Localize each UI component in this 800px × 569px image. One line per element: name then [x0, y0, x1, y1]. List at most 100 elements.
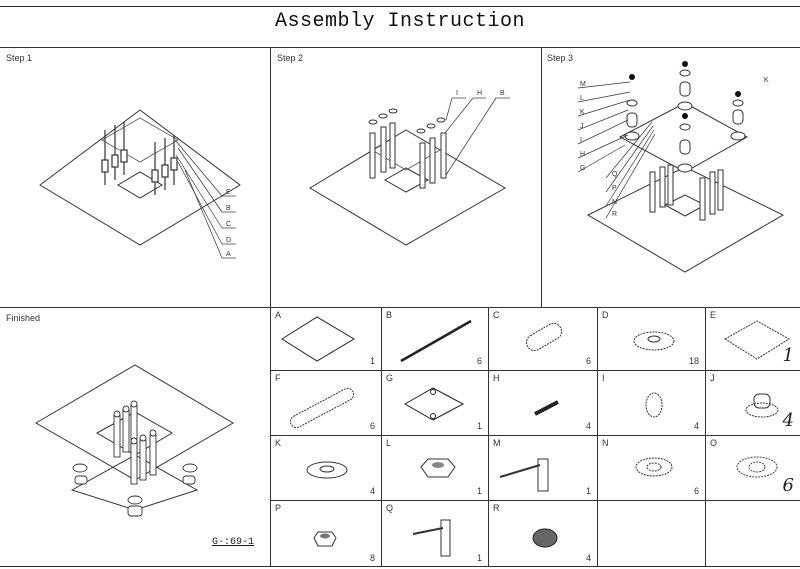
part-quantity: 4: [369, 486, 375, 496]
part-letter: A: [275, 310, 282, 320]
divider-2: [541, 47, 542, 307]
step3-callout-l: L: [580, 95, 584, 102]
grid-row-2: [270, 435, 800, 436]
part-quantity: 4: [693, 421, 699, 431]
part-n-illustration: [635, 457, 673, 477]
step3-callout-q: Q: [612, 171, 618, 178]
part-letter: I: [602, 373, 605, 383]
part-letter: K: [275, 438, 282, 448]
step3-callout-m: M: [580, 81, 586, 88]
part-m-illustration: [499, 458, 549, 492]
part-letter: H: [493, 373, 500, 383]
divider-1: [270, 47, 271, 567]
part-letter: F: [275, 373, 281, 383]
part-letter: L: [386, 438, 392, 448]
part-letter: B: [386, 310, 393, 320]
step3-label: Step 3: [547, 53, 574, 63]
part-i-illustration: [645, 392, 663, 418]
grid-row-1: [270, 370, 800, 371]
part-letter: P: [275, 503, 282, 513]
part-quantity: 4: [585, 421, 591, 431]
part-d-illustration: [633, 331, 675, 351]
part-letter: E: [710, 310, 717, 320]
part-p-illustration: [313, 531, 337, 547]
bottom-rule: [0, 566, 800, 567]
part-letter: G: [386, 373, 394, 383]
part-quantity: 8: [369, 553, 375, 563]
step3-callout-i: I: [580, 137, 582, 144]
part-letter: R: [493, 503, 500, 513]
part-letter: Q: [386, 503, 394, 513]
grid-col-3: [597, 307, 598, 567]
step2-callout-b: B: [500, 90, 505, 97]
document-title: Assembly Instruction: [274, 10, 526, 33]
title-bottom-rule: [0, 47, 800, 48]
step1-callout-e: E: [226, 189, 231, 196]
part-quantity: 6: [476, 356, 482, 366]
step3-callout-h: H: [580, 151, 585, 158]
step1-callout-c: C: [226, 221, 231, 228]
part-quantity: 18: [688, 356, 699, 366]
part-quantity: 1: [476, 553, 482, 563]
step1-label: Step 1: [6, 53, 33, 63]
mid-rule: [0, 307, 800, 308]
part-quantity: 6: [585, 356, 591, 366]
drawing-code: G-:69-1: [212, 537, 255, 548]
step3-callout-k: K: [580, 109, 585, 116]
part-letter: J: [710, 373, 715, 383]
part-quantity: 1: [585, 486, 591, 496]
part-e-illustration: [724, 320, 790, 360]
part-k-illustration: [306, 461, 348, 479]
handwritten-quantity: 1: [782, 345, 794, 366]
part-letter: M: [493, 438, 501, 448]
grid-row-3: [270, 500, 800, 501]
step3-callout-n: N: [612, 199, 617, 206]
grid-col-1: [381, 307, 382, 567]
part-letter: C: [493, 310, 500, 320]
handwritten-quantity: 4: [782, 410, 794, 431]
step3-callout-j: J: [580, 123, 584, 130]
step3-callout-p: P: [612, 185, 617, 192]
step1-callout-b: B: [226, 205, 231, 212]
step1-callout-d: D: [226, 237, 231, 244]
part-f-illustration: [289, 387, 355, 429]
part-b-illustration: [400, 319, 472, 363]
part-quantity: 6: [693, 486, 699, 496]
grid-col-2: [488, 307, 489, 567]
part-a-illustration: [281, 316, 355, 362]
finished-diagram: [35, 364, 234, 517]
part-quantity: 1: [476, 421, 482, 431]
top-rule: [0, 6, 800, 7]
part-c-illustration: [525, 323, 563, 351]
part-quantity: 4: [585, 553, 591, 563]
part-l-illustration: [420, 458, 456, 478]
part-r-illustration: [532, 528, 558, 548]
handwritten-quantity: 6: [782, 475, 794, 496]
part-quantity: 1: [476, 486, 482, 496]
part-o-illustration: [736, 456, 778, 478]
part-h-illustration: [534, 400, 559, 416]
step2-diagram: I H B: [309, 90, 510, 246]
part-quantity: 1: [369, 356, 375, 366]
part-g-illustration: [403, 387, 465, 421]
step1-diagram: E B C D A: [39, 109, 241, 259]
part-j-illustration: [745, 393, 779, 418]
finished-label: Finished: [6, 313, 41, 323]
step3-diagram: M L K J I H G Q P N R K: [577, 61, 785, 273]
part-letter: O: [710, 438, 718, 448]
